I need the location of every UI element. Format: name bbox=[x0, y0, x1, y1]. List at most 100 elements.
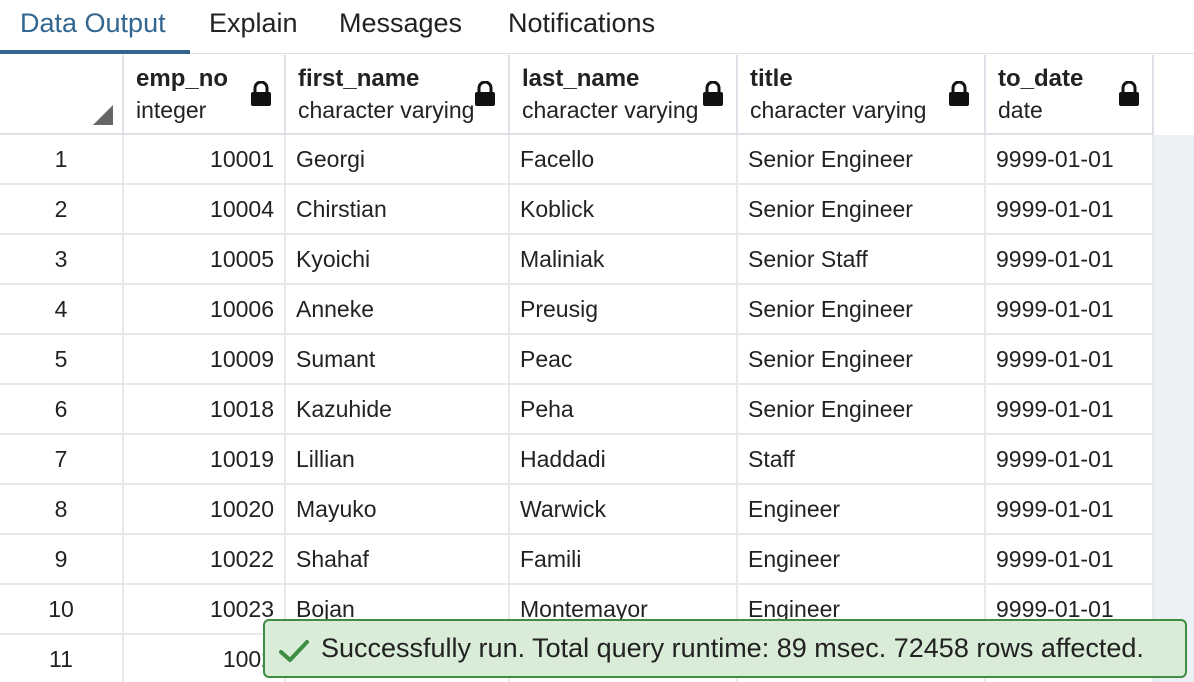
cell-title[interactable]: Staff bbox=[738, 435, 986, 483]
cell-emp-no[interactable]: 10005 bbox=[124, 235, 286, 283]
cell-last-name[interactable]: Famili bbox=[510, 535, 738, 583]
cell-first-name[interactable]: Mayuko bbox=[286, 485, 510, 533]
cell-first-name[interactable]: Kazuhide bbox=[286, 385, 510, 433]
cell-title[interactable]: Senior Engineer bbox=[738, 335, 986, 383]
cell-last-name[interactable]: Preusig bbox=[510, 285, 738, 333]
row-number[interactable]: 1 bbox=[0, 135, 124, 183]
cell-emp-no[interactable]: 10019 bbox=[124, 435, 286, 483]
select-all-corner[interactable] bbox=[0, 55, 124, 133]
cell-first-name[interactable]: Sumant bbox=[286, 335, 510, 383]
column-name: last_name bbox=[522, 65, 640, 92]
cell-emp-no[interactable]: 10023 bbox=[124, 585, 286, 633]
lock-icon bbox=[949, 81, 969, 106]
row-number[interactable]: 11 bbox=[0, 635, 124, 682]
cell-to-date[interactable]: 9999-01-01 bbox=[986, 185, 1154, 233]
cell-title[interactable]: Senior Engineer bbox=[738, 185, 986, 233]
table-row[interactable]: 3 10005 Kyoichi Maliniak Senior Staff 99… bbox=[0, 235, 1154, 285]
tab-messages[interactable]: Messages bbox=[339, 8, 463, 38]
cell-last-name[interactable]: Peac bbox=[510, 335, 738, 383]
cell-last-name[interactable]: Koblick bbox=[510, 185, 738, 233]
table-row[interactable]: 5 10009 Sumant Peac Senior Engineer 9999… bbox=[0, 335, 1154, 385]
cell-last-name[interactable]: Montemayor bbox=[510, 585, 738, 633]
cell-last-name[interactable]: Peha bbox=[510, 385, 738, 433]
table-row[interactable]: 4 10006 Anneke Preusig Senior Engineer 9… bbox=[0, 285, 1154, 335]
results-tab-bar: Data Output Explain Messages Notificatio… bbox=[0, 0, 1194, 54]
cell-first-name[interactable]: Lillian bbox=[286, 435, 510, 483]
column-name: first_name bbox=[298, 65, 420, 92]
cell-to-date[interactable]: 9999-01-01 bbox=[986, 235, 1154, 283]
column-header-first-name[interactable]: first_name character varying bbox=[286, 55, 510, 133]
cell-last-name[interactable]: Warwick bbox=[510, 485, 738, 533]
row-number[interactable]: 2 bbox=[0, 185, 124, 233]
cell-emp-no[interactable]: 10001 bbox=[124, 135, 286, 183]
data-grid: emp_no integer first_name character vary… bbox=[0, 55, 1194, 682]
select-all-triangle-icon bbox=[93, 105, 113, 125]
cell-first-name[interactable]: Bojan bbox=[286, 585, 510, 633]
cell-to-date[interactable]: 9999-01-01 bbox=[986, 535, 1154, 583]
cell-first-name[interactable]: Shahaf bbox=[286, 535, 510, 583]
cell-title[interactable]: Senior Engineer bbox=[738, 285, 986, 333]
cell-title[interactable]: Senior Staff bbox=[738, 235, 986, 283]
cell-to-date[interactable]: 9999-01-01 bbox=[986, 335, 1154, 383]
table-row[interactable]: 9 10022 Shahaf Famili Engineer 9999-01-0… bbox=[0, 535, 1154, 585]
row-number[interactable]: 6 bbox=[0, 385, 124, 433]
cell-title[interactable]: Engineer bbox=[738, 535, 986, 583]
tab-notifications[interactable]: Notifications bbox=[508, 8, 656, 38]
row-number[interactable]: 9 bbox=[0, 535, 124, 583]
cell-to-date[interactable]: 9999-01-01 bbox=[986, 135, 1154, 183]
cell-emp-no[interactable]: 10006 bbox=[124, 285, 286, 333]
tab-explain[interactable]: Explain bbox=[209, 8, 298, 38]
success-notification[interactable]: Successfully run. Total query runtime: 8… bbox=[263, 619, 1187, 678]
column-header-to-date[interactable]: to_date date bbox=[986, 55, 1154, 133]
column-header-title[interactable]: title character varying bbox=[738, 55, 986, 133]
column-header-last-name[interactable]: last_name character varying bbox=[510, 55, 738, 133]
table-row[interactable]: 8 10020 Mayuko Warwick Engineer 9999-01-… bbox=[0, 485, 1154, 535]
lock-icon bbox=[475, 81, 495, 106]
cell-first-name[interactable]: Anneke bbox=[286, 285, 510, 333]
row-number[interactable]: 7 bbox=[0, 435, 124, 483]
cell-last-name[interactable]: Maliniak bbox=[510, 235, 738, 283]
cell-first-name[interactable]: Georgi bbox=[286, 135, 510, 183]
column-type: date bbox=[998, 97, 1043, 123]
cell-emp-no[interactable]: 10022 bbox=[124, 535, 286, 583]
cell-emp-no[interactable]: 1002 bbox=[124, 635, 286, 682]
column-name: title bbox=[750, 65, 793, 92]
table-row[interactable]: 2 10004 Chirstian Koblick Senior Enginee… bbox=[0, 185, 1154, 235]
row-number[interactable]: 4 bbox=[0, 285, 124, 333]
grid-header-row: emp_no integer first_name character vary… bbox=[0, 55, 1154, 135]
column-header-emp-no[interactable]: emp_no integer bbox=[124, 55, 286, 133]
row-number[interactable]: 10 bbox=[0, 585, 124, 633]
column-type: character varying bbox=[750, 97, 927, 123]
cell-title[interactable]: Engineer bbox=[738, 485, 986, 533]
column-type: integer bbox=[136, 97, 207, 123]
cell-first-name[interactable]: Chirstian bbox=[286, 185, 510, 233]
table-row[interactable]: 7 10019 Lillian Haddadi Staff 9999-01-01 bbox=[0, 435, 1154, 485]
cell-emp-no[interactable]: 10018 bbox=[124, 385, 286, 433]
row-number[interactable]: 8 bbox=[0, 485, 124, 533]
cell-emp-no[interactable]: 10020 bbox=[124, 485, 286, 533]
cell-emp-no[interactable]: 10004 bbox=[124, 185, 286, 233]
cell-title[interactable]: Engineer bbox=[738, 585, 986, 633]
grid-empty-area bbox=[1153, 135, 1194, 682]
table-row[interactable]: 1 10001 Georgi Facello Senior Engineer 9… bbox=[0, 135, 1154, 185]
cell-to-date[interactable]: 9999-01-01 bbox=[986, 435, 1154, 483]
tab-data-output[interactable]: Data Output bbox=[20, 8, 166, 38]
table-row[interactable]: 6 10018 Kazuhide Peha Senior Engineer 99… bbox=[0, 385, 1154, 435]
cell-title[interactable]: Senior Engineer bbox=[738, 385, 986, 433]
lock-icon bbox=[251, 81, 271, 106]
row-number[interactable]: 5 bbox=[0, 335, 124, 383]
cell-to-date[interactable]: 9999-01-01 bbox=[986, 285, 1154, 333]
row-number[interactable]: 3 bbox=[0, 235, 124, 283]
lock-icon bbox=[703, 81, 723, 106]
cell-to-date[interactable]: 9999-01-01 bbox=[986, 385, 1154, 433]
cell-emp-no[interactable]: 10009 bbox=[124, 335, 286, 383]
cell-to-date[interactable]: 9999-01-01 bbox=[986, 585, 1154, 633]
column-type: character varying bbox=[522, 97, 699, 123]
cell-to-date[interactable]: 9999-01-01 bbox=[986, 485, 1154, 533]
cell-last-name[interactable]: Haddadi bbox=[510, 435, 738, 483]
cell-first-name[interactable]: Kyoichi bbox=[286, 235, 510, 283]
check-icon bbox=[279, 640, 309, 662]
cell-last-name[interactable]: Facello bbox=[510, 135, 738, 183]
cell-title[interactable]: Senior Engineer bbox=[738, 135, 986, 183]
active-tab-indicator bbox=[0, 50, 190, 54]
